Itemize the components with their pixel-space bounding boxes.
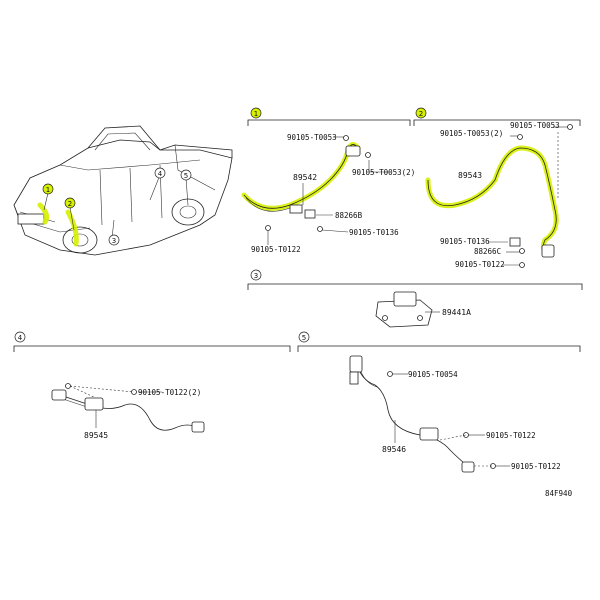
section-3-id: 3 xyxy=(254,272,258,280)
s3-part-no: 89441A xyxy=(442,308,471,317)
s2-label-1: 90105-T0053 xyxy=(510,121,560,130)
s2-label-3: 88266C xyxy=(474,247,501,256)
section-2: 2 90105-T0053(2) 90105-T0053 89543 90105… xyxy=(413,107,581,269)
callout-3-label: 3 xyxy=(112,237,116,245)
s1-label-4: 90105-T0122 xyxy=(251,245,301,254)
s1-label-0: 90105-T0053 xyxy=(287,133,337,142)
section-4-id: 4 xyxy=(18,334,23,342)
diagram-code: 84F940 xyxy=(545,489,573,498)
callout-5-label: 5 xyxy=(184,172,188,180)
section-4-marker[interactable] xyxy=(14,331,26,343)
s2-label-4: 90105-T0122 xyxy=(455,260,505,269)
s1-label-1: 90105-T0053(2) xyxy=(352,168,415,177)
s1-part-no: 89542 xyxy=(293,173,317,182)
s5-label-0: 90105-T0054 xyxy=(408,370,458,379)
section-2-marker[interactable] xyxy=(415,107,427,119)
section-3: 3 89441A xyxy=(247,269,583,328)
s2-label-0: 90105-T0053(2) xyxy=(440,129,503,138)
section-1: 1 90105-T0053 90105-T0053(2) 89542 88266… xyxy=(241,107,415,254)
callout-1-label: 1 xyxy=(46,186,50,194)
s1-label-2: 88266B xyxy=(335,211,363,220)
callout-1[interactable] xyxy=(42,183,54,195)
callout-3[interactable] xyxy=(108,234,120,246)
callout-5[interactable] xyxy=(180,169,192,181)
section-5-id: 5 xyxy=(302,334,306,342)
callout-4[interactable] xyxy=(154,167,166,179)
s4-label-0: 90105-T0122(2) xyxy=(138,388,201,397)
vehicle-illustration: 1 2 4 5 3 xyxy=(13,125,233,256)
section-2-id: 2 xyxy=(419,110,423,118)
section-1-marker[interactable] xyxy=(250,107,262,119)
section-5: 5 90105-T0054 89546 90105-T0122 90105-T0… xyxy=(297,331,581,473)
s5-label-2: 90105-T0122 xyxy=(511,462,561,471)
section-1-id: 1 xyxy=(254,110,258,118)
s2-label-2: 90105-T0136 xyxy=(440,237,490,246)
s1-label-3: 90105-T0136 xyxy=(349,228,399,237)
section-5-marker[interactable] xyxy=(298,331,310,343)
s5-part-no: 89546 xyxy=(382,445,406,454)
callout-4-label: 4 xyxy=(158,170,163,178)
s5-label-1: 90105-T0122 xyxy=(486,431,536,440)
s2-part-no: 89543 xyxy=(458,171,482,180)
callout-2-label: 2 xyxy=(68,200,72,208)
section-3-marker[interactable] xyxy=(250,269,262,281)
callout-2[interactable] xyxy=(64,197,76,209)
section-4: 4 90105-T0122(2) 89545 xyxy=(13,331,291,440)
s4-part-no: 89545 xyxy=(84,431,108,440)
